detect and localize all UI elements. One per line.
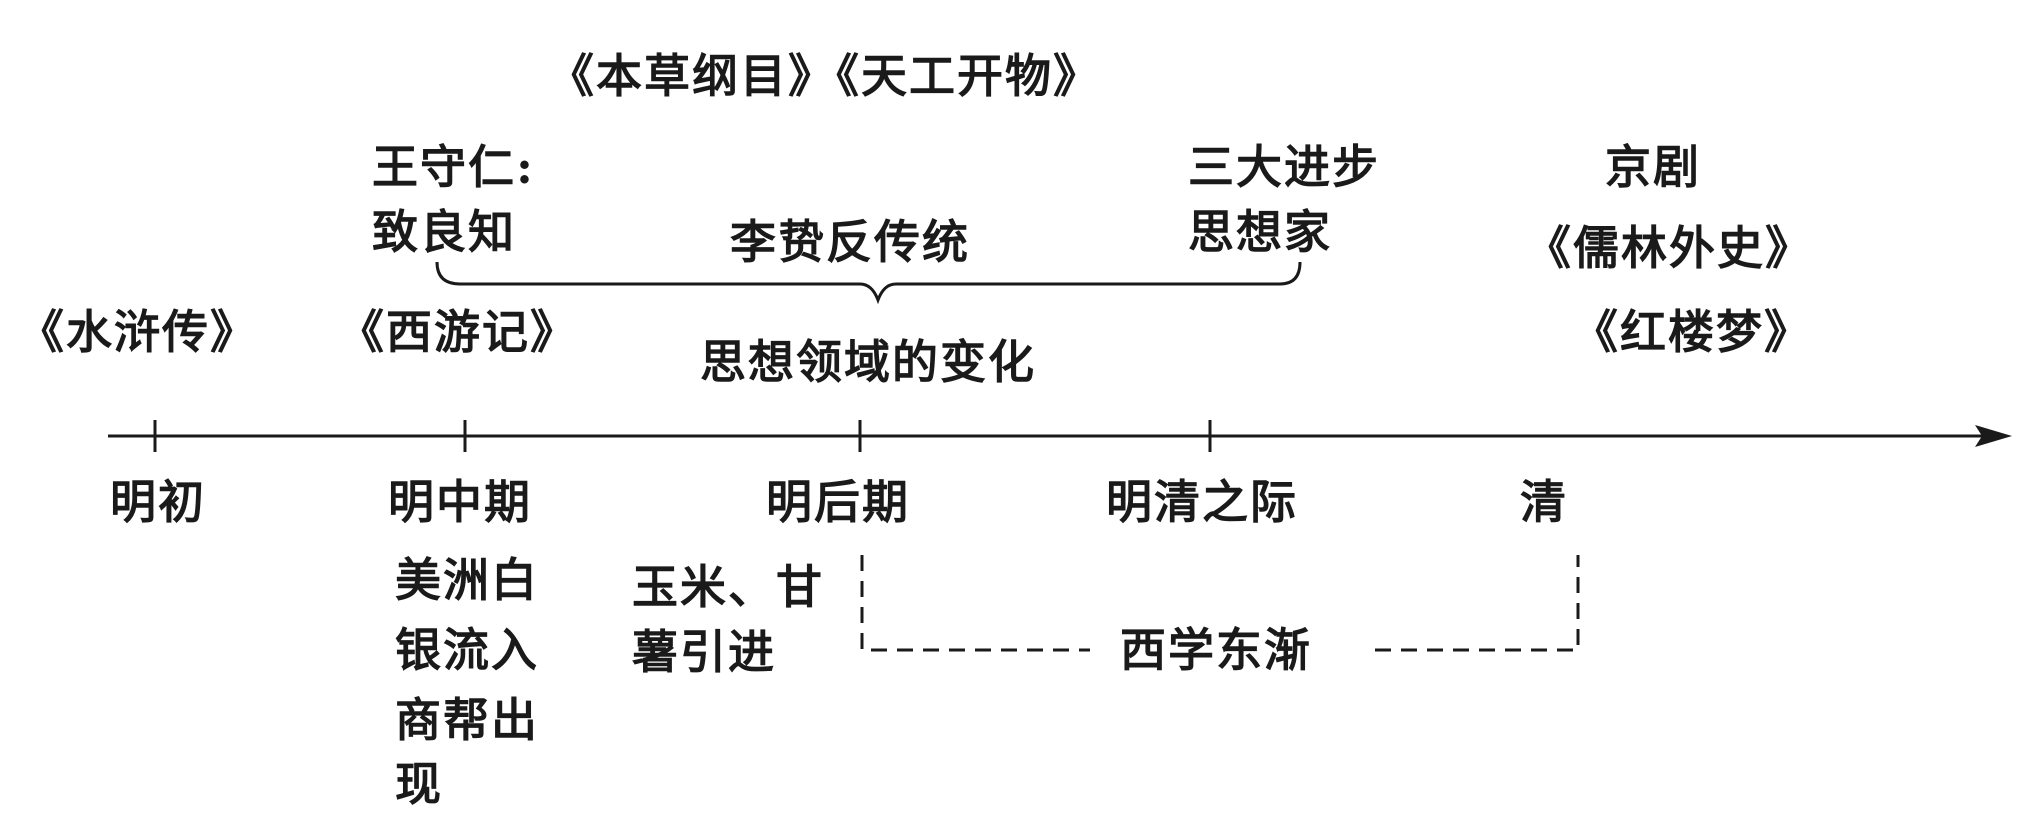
qing-culture-line3: 《红楼梦》 bbox=[1572, 305, 1812, 359]
period-ming-early: 明初 bbox=[110, 475, 206, 529]
thought-brace bbox=[435, 261, 1302, 305]
books-ming-late: 《本草纲目》《天工开物》 bbox=[548, 49, 1101, 103]
silver-line2: 银流入 bbox=[395, 623, 539, 677]
period-qing: 清 bbox=[1520, 475, 1568, 529]
corn-line2: 薯引进 bbox=[632, 625, 776, 679]
three-thinkers-line2: 思想家 bbox=[1188, 205, 1332, 259]
xiyou: 《西游记》 bbox=[338, 305, 578, 359]
period-ming-mid: 明中期 bbox=[388, 475, 532, 529]
three-thinkers-line1: 三大进步 bbox=[1188, 140, 1380, 194]
corn-line1: 玉米、甘 bbox=[632, 560, 824, 614]
thought-change-label: 思想领域的变化 bbox=[700, 335, 1036, 389]
period-ming-late: 明后期 bbox=[766, 475, 910, 529]
timeline-arrowhead bbox=[1975, 425, 2012, 447]
silver-line3: 商帮出 bbox=[395, 693, 539, 747]
silver-line4: 现 bbox=[395, 757, 443, 811]
silver-line1: 美洲白 bbox=[395, 553, 539, 607]
period-ming-qing: 明清之际 bbox=[1106, 475, 1298, 529]
western-learning: 西学东渐 bbox=[1120, 623, 1312, 677]
western-bracket bbox=[860, 555, 1580, 652]
li-zhi: 李贽反传统 bbox=[730, 215, 970, 269]
wang-shouren-line2: 致良知 bbox=[372, 205, 516, 259]
qing-culture-line1: 京剧 bbox=[1605, 140, 1701, 194]
wang-shouren-line1: 王守仁: bbox=[372, 140, 535, 194]
shuihu: 《水浒传》 bbox=[18, 305, 258, 359]
qing-culture-line2: 《儒林外史》 bbox=[1525, 221, 1813, 275]
